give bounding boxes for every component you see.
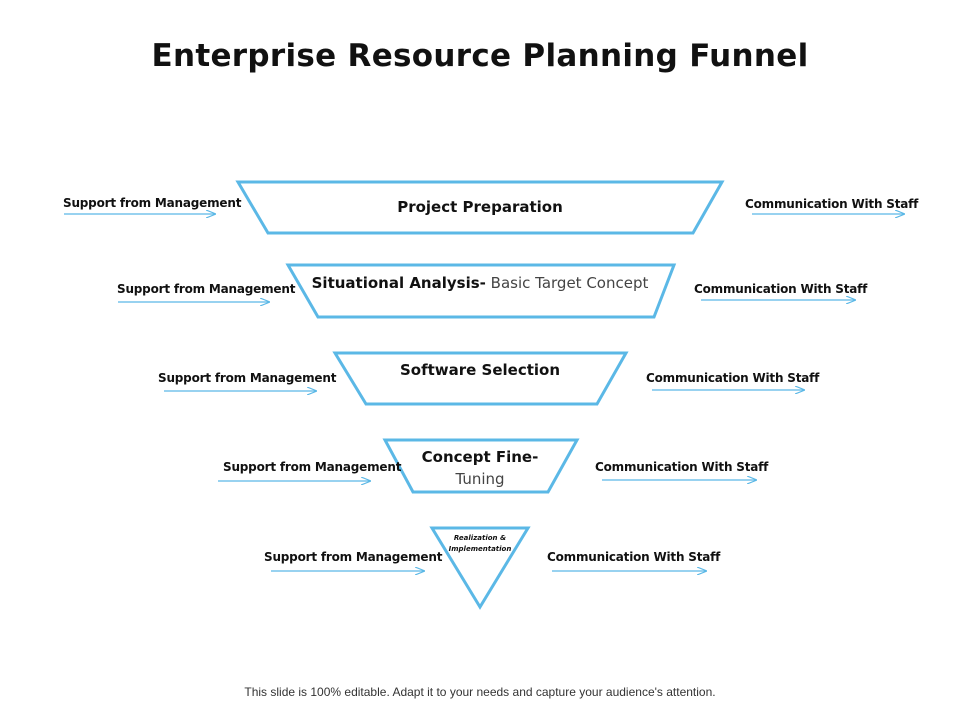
stage-2-left-label: Support from Management — [117, 282, 296, 296]
stage-2-subtitle: Basic Target Concept — [490, 274, 649, 292]
stage-4-title: Concept Fine- — [421, 448, 539, 466]
stage-3-text: Software Selection — [380, 359, 580, 381]
funnel-stage-2-shape — [285, 263, 677, 319]
stage-1-right-label: Communication With Staff — [745, 197, 919, 211]
stage-3-title: Software Selection — [399, 361, 561, 379]
stage-5-text: Realization & Implementation — [435, 533, 525, 555]
page-title: Enterprise Resource Planning Funnel — [151, 38, 809, 74]
stage-3-right-label: Communication With Staff — [646, 371, 820, 385]
stage-5-title: Realization & Implementation — [448, 534, 512, 553]
stage-1-title: Project Preparation — [397, 198, 563, 216]
stage-2-text: Situational Analysis- Basic Target Conce… — [300, 272, 660, 294]
stage-3-left-label: Support from Management — [158, 371, 337, 385]
funnel-stage-3-shape — [332, 351, 629, 406]
stage-2-title: Situational Analysis- — [311, 274, 486, 292]
stage-4-text: Concept Fine- Tuning — [400, 446, 560, 490]
funnel-stage-5-shape — [429, 526, 531, 610]
stage-4-subtitle: Tuning — [455, 470, 505, 488]
stage-2-right-label: Communication With Staff — [694, 282, 868, 296]
footer-note: This slide is 100% editable. Adapt it to… — [244, 685, 716, 699]
stage-1-left-label: Support from Management — [63, 196, 242, 210]
stage-4-left-label: Support from Management — [223, 460, 402, 474]
stage-5-right-label: Communication With Staff — [547, 550, 721, 564]
stage-1-text: Project Preparation — [330, 198, 630, 216]
stage-5-left-label: Support from Management — [264, 550, 443, 564]
funnel-stage-4-shape — [382, 438, 580, 494]
funnel-stage-1-shape — [235, 180, 725, 235]
stage-4-right-label: Communication With Staff — [595, 460, 769, 474]
